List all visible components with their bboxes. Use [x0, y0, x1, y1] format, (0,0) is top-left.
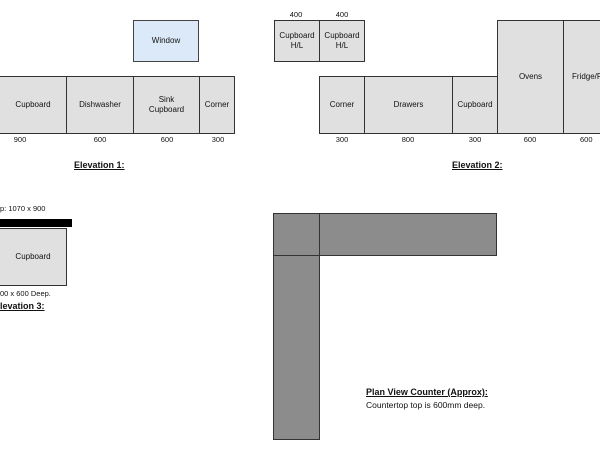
elev1-cupboard: Cupboard [0, 76, 67, 134]
elev1-dim-corner: 300 [211, 135, 225, 144]
elev2-ovens: Ovens [497, 20, 564, 134]
elev3-cupboard: Cupboard [0, 228, 67, 286]
elev1-dim-dishwasher: 600 [93, 135, 107, 144]
plan-note: Countertop top is 600mm deep. [366, 400, 486, 410]
elev2-dim-fridge: 600 [580, 135, 593, 144]
elev1-sink-cupboard: Sink Cupboard [133, 76, 200, 134]
elev3-worktop [0, 219, 72, 227]
elev2-dim-cupboard: 300 [468, 135, 482, 144]
elev2-drawers: Drawers [364, 76, 453, 134]
plan-caption: Plan View Counter (Approx): [366, 387, 488, 397]
elev2-corner: Corner [319, 76, 365, 134]
elev2-fridge: Fridge/F [563, 20, 600, 134]
elev1-dishwasher: Dishwasher [66, 76, 134, 134]
elev2-wall-cupboard-1: Cupboard H/L [274, 20, 320, 62]
elev2-dim-hl-2: 400 [335, 10, 349, 19]
window: Window [133, 20, 199, 62]
plan-counter-horizontal [319, 213, 497, 256]
elev3-bottom-note: 00 x 600 Deep. [0, 289, 51, 298]
elev2-wall-cupboard-2: Cupboard H/L [319, 20, 365, 62]
elev3-top-note: p: 1070 x 900 [0, 204, 46, 213]
elev1-dim-cupboard: 900 [13, 135, 27, 144]
plan-corner-block [273, 213, 320, 256]
elev2-cupboard: Cupboard [452, 76, 498, 134]
elev1-corner: Corner [199, 76, 235, 134]
elev2-dim-ovens: 600 [523, 135, 537, 144]
elev2-caption: Elevation 2: [452, 160, 503, 170]
elev2-dim-hl-1: 400 [289, 10, 303, 19]
plan-counter-vertical [273, 255, 320, 440]
elev1-dim-sink: 600 [160, 135, 174, 144]
elev2-dim-drawers: 800 [401, 135, 415, 144]
elev2-dim-corner: 300 [335, 135, 349, 144]
elev1-caption: Elevation 1: [74, 160, 125, 170]
elev3-caption: levation 3: [0, 301, 45, 311]
